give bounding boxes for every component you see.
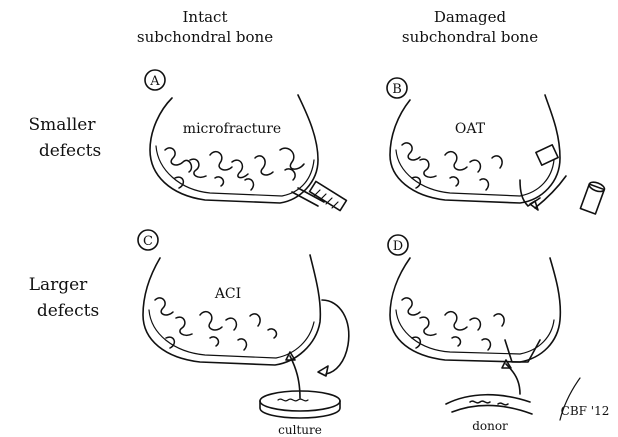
panel-b-letter: B (392, 82, 402, 97)
header-damaged-line2: subchondral bone (402, 28, 538, 46)
panel-b-label: OAT (455, 121, 486, 137)
row-smaller-line1: Smaller (29, 115, 97, 135)
panel-d-letter: D (393, 239, 403, 254)
column-header-intact: Intact subchondral bone (137, 8, 273, 46)
panel-b-arrow-line (535, 176, 566, 208)
panel-b-graft-cylinder (580, 180, 605, 214)
panel-b: B OAT (387, 78, 606, 214)
panel-b-donor-plug (536, 145, 558, 165)
panel-c: C ACI culture (138, 230, 349, 437)
panel-d-defect (505, 340, 540, 362)
panel-c-source-label: culture (278, 423, 322, 437)
panel-a-label: microfracture (183, 121, 281, 137)
panel-c-spongy-bone (155, 298, 276, 350)
panel-b-spongy-bone (402, 143, 502, 190)
panel-a-letter: A (149, 74, 160, 89)
row-label-smaller: Smaller defects (29, 115, 102, 161)
panel-c-letter: C (143, 234, 153, 249)
panel-c-curved-arrow (322, 300, 349, 374)
column-header-damaged: Damaged subchondral bone (402, 8, 538, 46)
panel-c-cartilage-line (149, 310, 314, 358)
panel-c-cells (278, 399, 308, 401)
panel-a-bone-outline (150, 95, 318, 203)
panel-a-defect-zone (280, 148, 304, 180)
row-smaller-line2: defects (39, 141, 101, 161)
panel-d-source-label: donor (472, 419, 508, 433)
panel-d: D donor (388, 235, 560, 433)
panel-b-bone-outline (390, 95, 560, 203)
row-larger-line2: defects (37, 301, 99, 321)
panel-b-arrow-head (530, 201, 538, 210)
panel-a-awl-handle (310, 181, 347, 210)
header-damaged-line1: Damaged (434, 8, 507, 26)
header-intact-line1: Intact (183, 8, 228, 26)
panel-d-cartilage-line (396, 310, 554, 354)
panel-c-label: ACI (214, 286, 241, 302)
panel-c-curved-arrow-head (318, 366, 328, 376)
signature: CBF '12 (561, 404, 610, 418)
row-label-larger: Larger defects (29, 275, 100, 321)
row-larger-line1: Larger (29, 275, 88, 295)
panel-c-culture-dish-side (260, 401, 340, 418)
panel-d-bone-outline (390, 258, 560, 362)
panel-d-donor-tissue-bottom (452, 405, 532, 414)
panel-d-donor-cells (470, 401, 508, 405)
panel-a-cartilage-line (156, 146, 314, 196)
panel-a: A microfracture (145, 70, 346, 211)
header-intact-line2: subchondral bone (137, 28, 273, 46)
